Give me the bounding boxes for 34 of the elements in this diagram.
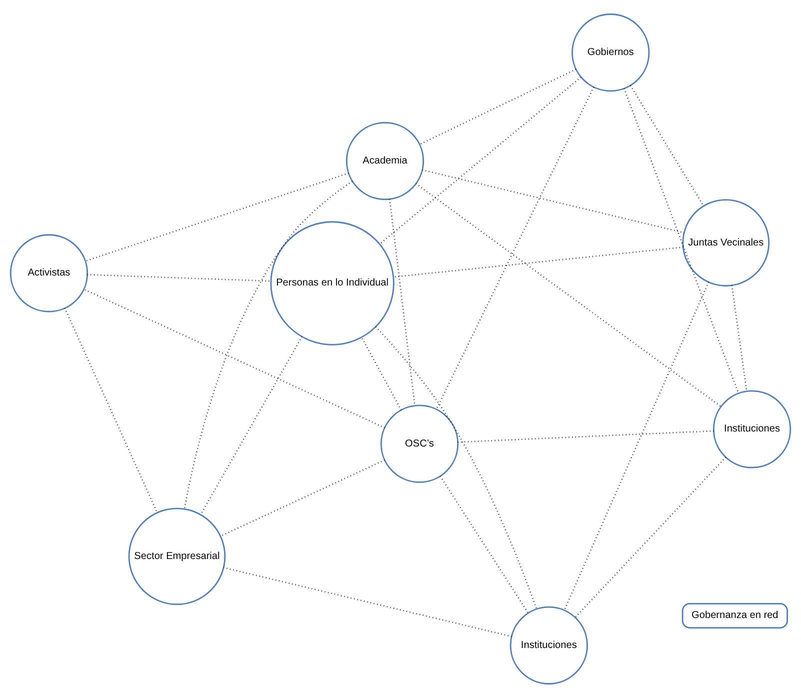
- connector: [574, 456, 726, 618]
- connector: [440, 476, 529, 614]
- connector: [630, 85, 704, 206]
- connector: [84, 288, 385, 428]
- node-box: Gobernanza en red: [682, 602, 788, 628]
- node-circle: OSC’s: [380, 404, 459, 483]
- connector: [375, 326, 538, 610]
- connector: [200, 336, 302, 515]
- node-circle: Academia: [346, 122, 424, 200]
- node-circle: Sector Empresarial: [128, 508, 226, 606]
- node-circle: Instituciones: [712, 390, 792, 468]
- connector: [87, 274, 271, 282]
- node-circle: Personas en lo Individual: [270, 221, 394, 346]
- node-circle: Gobiernos: [572, 14, 650, 92]
- connector: [458, 430, 714, 443]
- connector: [731, 285, 748, 392]
- connector: [564, 282, 710, 611]
- connector: [224, 566, 512, 638]
- connector: [419, 68, 576, 146]
- connector: [436, 86, 594, 410]
- connector: [388, 199, 416, 406]
- node-circle: Instituciones: [510, 606, 588, 684]
- connector: [416, 183, 722, 408]
- connector: [379, 76, 582, 245]
- node-circle: Activistas: [10, 234, 88, 312]
- connector: [85, 172, 349, 262]
- connector: [361, 337, 402, 410]
- connector: [184, 180, 353, 509]
- connector: [64, 308, 158, 513]
- connector: [220, 459, 385, 537]
- connector: [623, 88, 740, 394]
- connector: [422, 169, 684, 234]
- node-circle: Juntas Vecinales: [682, 199, 770, 286]
- connector: [393, 246, 684, 278]
